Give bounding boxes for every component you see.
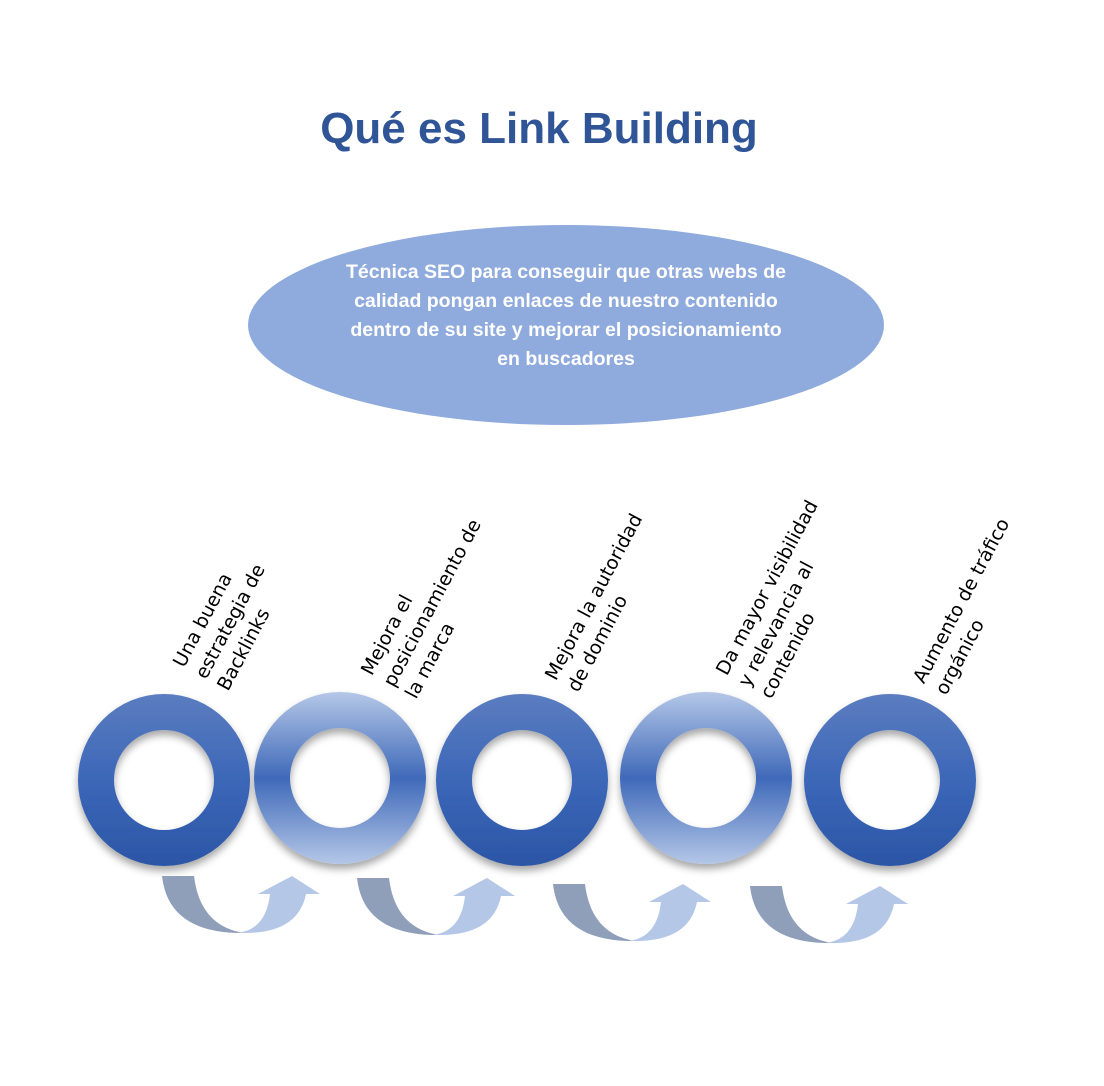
step-ring bbox=[254, 692, 426, 864]
step-ring bbox=[804, 694, 976, 866]
curved-arrow-icon bbox=[553, 884, 711, 942]
step-ring bbox=[620, 691, 793, 865]
definition-ellipse bbox=[248, 225, 884, 425]
step-ring bbox=[436, 694, 608, 866]
curved-arrow-icon bbox=[750, 886, 908, 944]
definition-text: Técnica SEO para conseguir que otras web… bbox=[346, 261, 786, 370]
curved-arrow-icon bbox=[162, 876, 320, 934]
page-title: Qué es Link Building bbox=[320, 104, 758, 153]
step-ring bbox=[78, 694, 250, 866]
curved-arrow-icon bbox=[357, 878, 515, 936]
